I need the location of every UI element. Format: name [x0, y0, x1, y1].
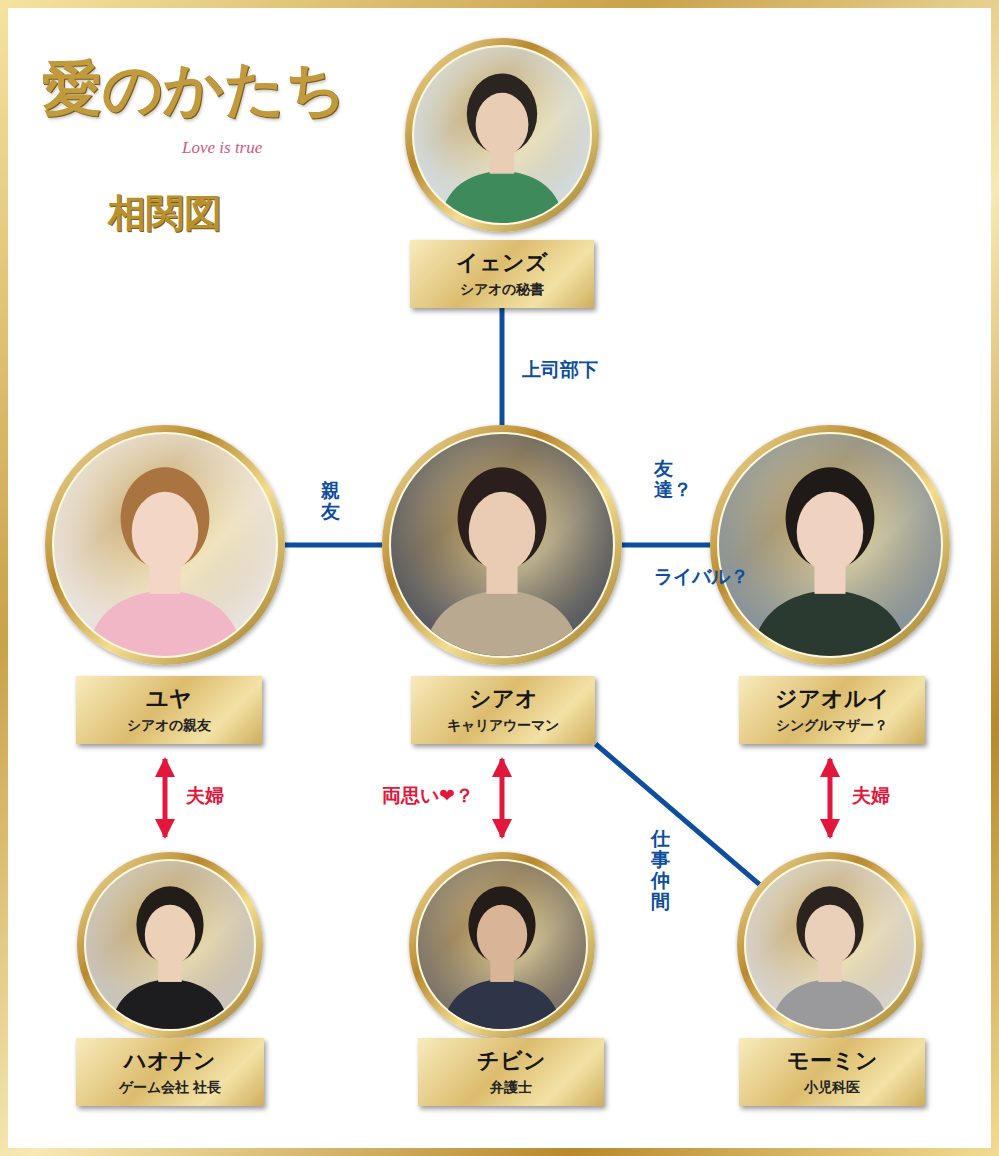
relation-label: 夫婦: [186, 783, 224, 809]
portrait-ring: [737, 852, 923, 1038]
relation-line: [622, 543, 710, 548]
portrait: [412, 45, 592, 225]
portrait-body: [85, 589, 245, 656]
portrait-body: [110, 979, 231, 1029]
portrait: [52, 432, 278, 658]
portrait-ring: [710, 425, 950, 665]
name-plate: シアオキャリアウーマン: [411, 676, 595, 744]
relation-arrow: [828, 759, 833, 837]
character-card: チビン弁護士: [409, 852, 604, 1106]
character-name: ユヤ: [146, 685, 192, 713]
portrait-body: [422, 589, 582, 656]
relation-label: 親友: [321, 480, 340, 522]
portrait-silhouette: [414, 47, 590, 223]
portrait-ring: [409, 852, 595, 1038]
name-plate: モーミン小児科医: [739, 1038, 925, 1106]
character-name: シアオ: [469, 685, 538, 713]
subtitle: Love is true: [182, 138, 262, 158]
portrait-silhouette: [719, 434, 941, 656]
name-plate: チビン弁護士: [418, 1038, 604, 1106]
portrait-body: [439, 170, 566, 223]
character-role: シアオの親友: [127, 716, 211, 735]
portrait-face: [805, 905, 855, 965]
portrait-body: [750, 589, 910, 656]
portrait-face: [476, 93, 529, 156]
portrait-face: [797, 492, 864, 572]
character-role: キャリアウーマン: [447, 716, 559, 735]
portrait-body: [442, 979, 563, 1029]
character-role: ゲーム会社 社長: [119, 1078, 222, 1097]
portrait-ring: [45, 425, 285, 665]
portrait-ring: [405, 38, 599, 232]
portrait: [389, 432, 615, 658]
portrait-silhouette: [418, 861, 586, 1029]
edge-note: ライバル？: [654, 566, 673, 587]
character-card: ハオナンゲーム会社 社長: [76, 852, 264, 1106]
character-role: 弁護士: [490, 1078, 532, 1097]
relation-label: 夫婦: [852, 783, 890, 809]
name-plate: ハオナンゲーム会社 社長: [76, 1038, 264, 1106]
portrait-ring: [77, 852, 263, 1038]
portrait-face: [145, 905, 195, 965]
character-card: シアオキャリアウーマン: [382, 425, 622, 744]
portrait: [84, 859, 256, 1031]
character-card: イェンズシアオの秘書: [405, 38, 599, 308]
portrait-silhouette: [86, 861, 254, 1029]
relation-line: [285, 543, 382, 548]
portrait-silhouette: [54, 434, 276, 656]
character-card: ユヤシアオの親友: [45, 425, 285, 744]
relation-label: 仕事仲間: [651, 828, 670, 912]
relation-label: 両思い❤？: [382, 783, 474, 809]
relation-arrow: [163, 759, 168, 837]
portrait-silhouette: [746, 861, 914, 1029]
character-role: シングルマザー？: [776, 716, 888, 735]
name-plate: イェンズシアオの秘書: [410, 240, 594, 308]
character-name: チビン: [477, 1047, 546, 1075]
character-name: ジアオルイ: [775, 685, 890, 713]
name-plate: ジアオルイシングルマザー？: [739, 676, 925, 744]
character-role: シアオの秘書: [460, 280, 544, 299]
subtitle: 相関図: [108, 188, 222, 239]
character-card: ジアオルイシングルマザー？: [710, 425, 950, 744]
character-role: 小児科医: [804, 1078, 860, 1097]
name-plate: ユヤシアオの親友: [76, 676, 262, 744]
relation-label: 友達？: [654, 458, 673, 500]
relation-arrow: [500, 759, 505, 837]
portrait-face: [132, 492, 199, 572]
diagram-title: 愛のかたち: [42, 52, 346, 124]
portrait-silhouette: [391, 434, 613, 656]
relation-line: [500, 308, 505, 425]
character-card: モーミン小児科医: [737, 852, 925, 1106]
character-name: ハオナン: [124, 1047, 216, 1075]
portrait: [717, 432, 943, 658]
portrait-face: [469, 492, 536, 572]
portrait-face: [477, 905, 527, 965]
character-name: モーミン: [787, 1047, 878, 1075]
relation-line: [596, 744, 760, 884]
portrait: [416, 859, 588, 1031]
portrait: [744, 859, 916, 1031]
portrait-body: [770, 979, 891, 1029]
portrait-ring: [382, 425, 622, 665]
character-name: イェンズ: [456, 249, 548, 277]
relation-label: 上司部下: [522, 357, 598, 383]
